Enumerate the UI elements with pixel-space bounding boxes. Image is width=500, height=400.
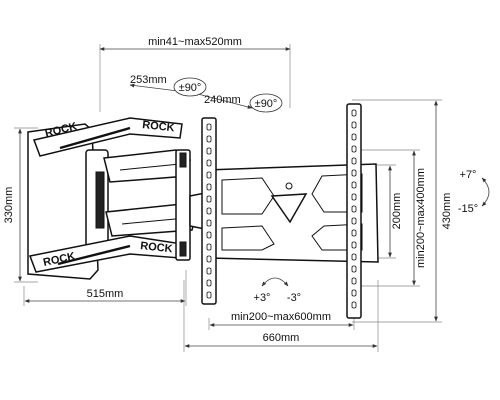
bracket-slot [351,157,357,165]
bracket-slot [351,121,357,129]
first-arm-swivel-label: ±90° [179,82,202,94]
bracket-slot [206,147,212,155]
bracket-slot [351,133,357,141]
rotation-minus-label: -3° [287,292,301,304]
second-swivel-badge: ±90° [249,93,283,113]
first-swivel-badge: ±90° [173,77,207,97]
bracket-slot [351,193,357,201]
vertical-spacing-label: 200mm [391,193,403,230]
bracket-slot [351,301,357,309]
bracket-slot [351,289,357,297]
rotation-plus-label: +3° [254,292,271,304]
bracket-slot [351,181,357,189]
bracket-slot [206,159,212,167]
arm-depth-label: 515mm [87,288,124,300]
bracket-slot [206,123,212,131]
bracket-slot [206,267,212,275]
bracket-slot [351,265,357,273]
wall-plate [27,123,109,280]
bracket-holes-left [206,123,212,299]
bracket-slot [351,277,357,285]
bracket-slot [206,207,212,215]
bracket-slot [206,231,212,239]
bracket-slot [206,243,212,251]
bracket-slot [351,217,357,225]
bracket-slot [206,279,212,287]
tilt-up-label: +7° [460,169,477,181]
brand-label-top-2: ROCK [142,119,176,134]
bracket-slot [351,253,357,261]
bracket-slot [206,171,212,179]
second-arm-label: 240mm [204,94,241,106]
bracket-slot [206,219,212,227]
bracket-slot [351,109,357,117]
bracket-slot [351,241,357,249]
brand-label-bottom-2: ROCK [140,240,174,255]
bracket-slot [351,205,357,213]
bracket-slot [206,183,212,191]
swing-arms [28,117,237,273]
second-arm-swivel-label: ±90° [255,98,278,110]
rotation-indicator [261,277,289,287]
vesa-horizontal-label: min200~max600mm [231,311,331,323]
dimension-lines [14,44,442,352]
first-arm-label: 253mm [130,74,167,86]
tilt-down-label: -15° [458,203,478,215]
bracket-slot [206,195,212,203]
bracket-slot [351,145,357,153]
bracket-slot [206,291,212,299]
bracket-slot [206,255,212,263]
tilt-indicator [481,177,490,207]
vesa-vertical-label: min200~max400mm [415,168,427,268]
bracket-slot [206,135,212,143]
wall-plate-height-label: 330mm [3,187,15,224]
plate-width-label: 660mm [263,332,300,344]
bracket-holes-right [351,109,357,309]
bracket-slot [351,169,357,177]
arm-extension-label: min41~max520mm [148,36,242,48]
bracket-slot [351,229,357,237]
plate-height-label: 430mm [441,193,453,230]
